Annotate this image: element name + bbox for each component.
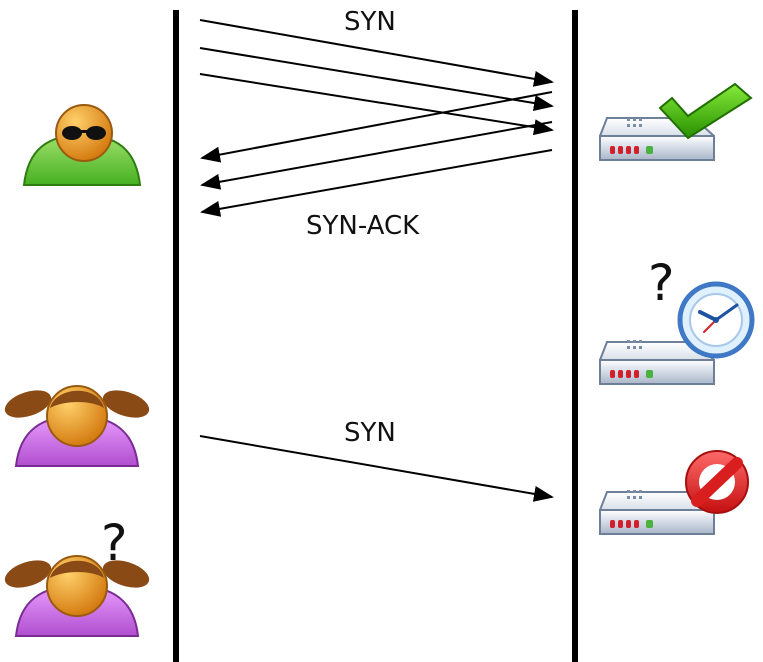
server-clock-icon [599,281,755,385]
girl-user-question-icon [4,555,150,637]
server-blocked-icon [599,450,749,535]
syn-label-bottom: SYN [344,418,396,448]
syn-ack-label: SYN-ACK [306,211,420,241]
syn-arrow-bottom [199,435,554,502]
syn-arrows-top [199,19,554,136]
attacker-user-icon [22,104,142,186]
girl-user-icon [4,385,150,467]
syn-ack-arrows [200,91,553,217]
syn-label-top: SYN [344,7,396,37]
server-checkmark-icon [599,82,753,161]
client-question-mark: ? [101,514,128,572]
server-question-mark: ? [648,254,675,312]
